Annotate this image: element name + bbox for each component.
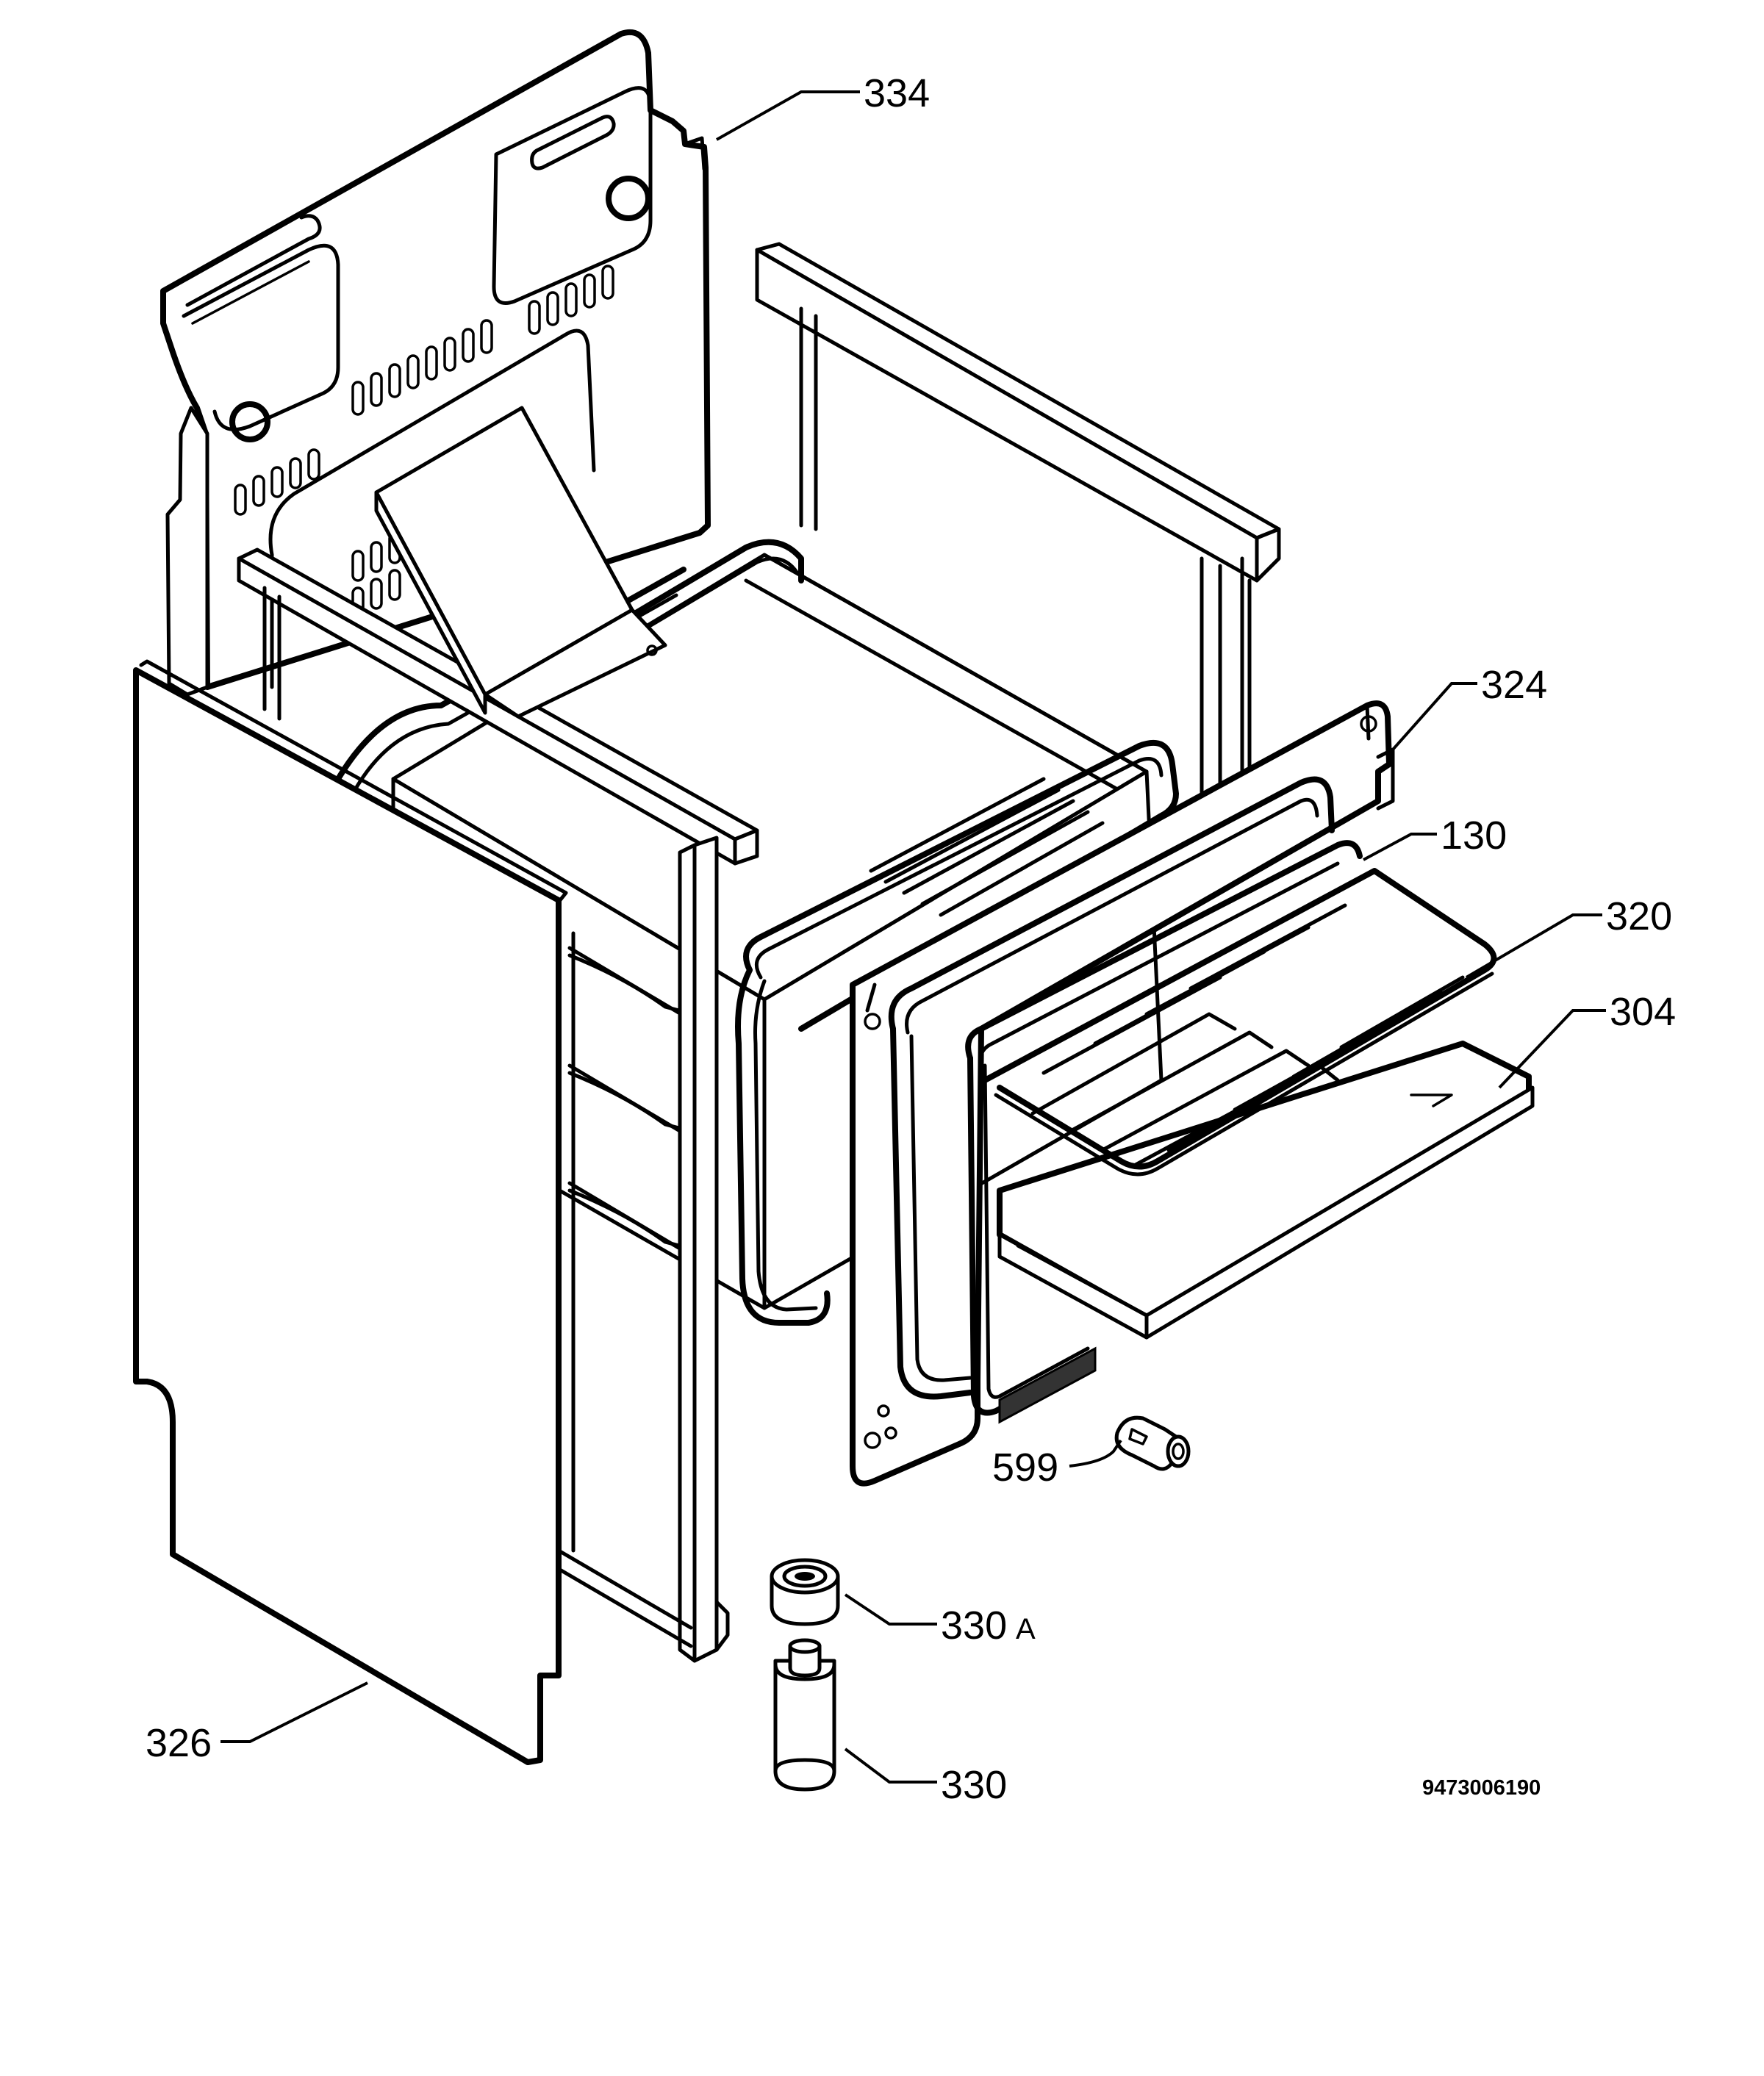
elbow-fitting-599 (1114, 1415, 1191, 1471)
tray-304 (997, 1041, 1535, 1340)
callout-320: 320 (1606, 894, 1672, 938)
front-frame-324 (850, 700, 1395, 1487)
foot-330 (773, 1638, 836, 1792)
leader-lines (220, 90, 1606, 1784)
shelf-320 (982, 868, 1497, 1177)
door-seal-130 (965, 840, 1363, 1424)
side-panel-326 (133, 659, 568, 1765)
vent-slots (234, 265, 614, 619)
rear-frame (755, 242, 1281, 811)
callout-326: 326 (146, 1721, 212, 1765)
callout-304: 304 (1610, 990, 1676, 1034)
callout-334: 334 (864, 71, 930, 115)
deflector (374, 406, 667, 719)
callout-324: 324 (1481, 663, 1547, 707)
callout-330a-suffix: A (1016, 1613, 1036, 1645)
callout-130: 130 (1441, 813, 1507, 858)
foot-cap-330a (770, 1558, 840, 1626)
callout-labels: 334 324 130 320 304 599 330 A 330 326 94… (146, 71, 1676, 1807)
drawing-number: 9473006190 (1422, 1776, 1541, 1800)
callout-330: 330 (941, 1763, 1007, 1807)
callout-330a: 330 (941, 1603, 1007, 1648)
callout-599: 599 (992, 1445, 1058, 1490)
